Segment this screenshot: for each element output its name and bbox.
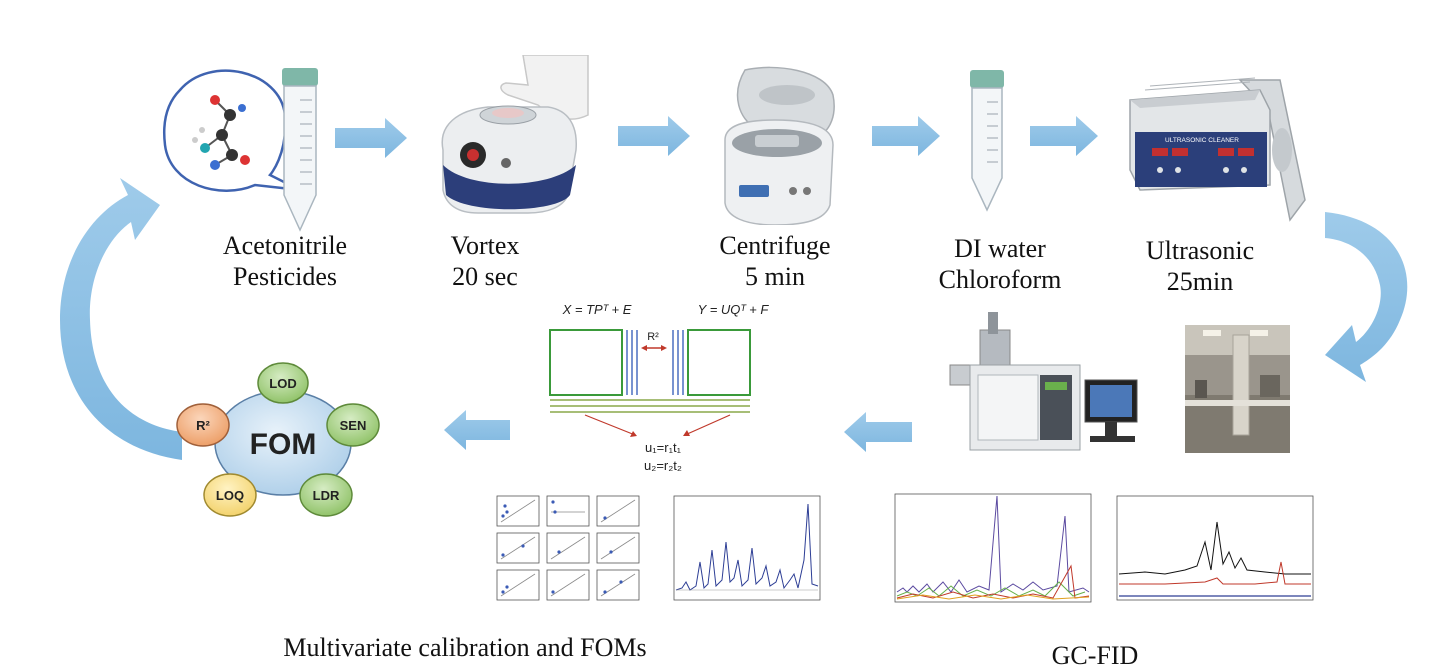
step-label-line2: 25min — [1166, 267, 1234, 296]
section-label-multivariate: Multivariate calibration and FOMs — [283, 633, 647, 662]
fom-petal-lod: LOD — [257, 362, 309, 404]
loading-lines — [550, 399, 750, 413]
fom-petal-label: LOQ — [216, 488, 244, 503]
molecule-icon — [192, 95, 250, 170]
calibration-plot-grid — [493, 492, 643, 604]
arrow-left-2 — [444, 410, 510, 450]
step-label-line1: Centrifuge — [719, 231, 831, 260]
curved-arrow-right — [1325, 212, 1408, 382]
pls-y-equation: Y = UQᵀ + F — [698, 302, 770, 317]
pls-x-equation: X = TPᵀ + E — [562, 302, 632, 317]
x-score-lines — [626, 330, 638, 395]
u1-relation: u₁=r₁t₁ — [645, 440, 682, 455]
y-matrix-box — [687, 329, 751, 396]
fom-petal-label: LDR — [313, 488, 340, 503]
step-label-centrifuge: Centrifuge 5 min — [700, 230, 850, 292]
arrow-left-1 — [844, 412, 912, 452]
fom-diagram: FOM LOD SEN LDR LOQ R² — [176, 362, 380, 517]
step-label-line2: 20 sec — [452, 262, 518, 291]
arrow-right-3 — [872, 116, 940, 156]
fom-petal-label: LOD — [269, 376, 296, 391]
fom-petal-r2: R² — [176, 403, 230, 447]
sample-tube-icon — [970, 70, 1004, 212]
step-label-ultrasonic: Ultrasonic 25min — [1125, 235, 1275, 297]
r2-label: R² — [647, 331, 659, 343]
vortex-mixer-illustration — [441, 55, 589, 214]
ultrasonic-cleaner-illustration: ULTRASONIC CLEANER — [1129, 77, 1306, 222]
step-label-acetonitrile: Acetonitrile Pesticides — [205, 230, 365, 292]
step-label-line2: Pesticides — [233, 262, 337, 291]
y-score-lines — [672, 330, 684, 395]
step-label-di-water: DI water Chloroform — [920, 233, 1080, 295]
arrow-right-1 — [335, 118, 407, 158]
step-label-line1: DI water — [954, 234, 1046, 263]
r2-double-arrow — [641, 345, 667, 351]
fom-petal-sen: SEN — [326, 403, 380, 447]
fom-center-label: FOM — [250, 428, 317, 461]
x-matrix-box — [549, 329, 623, 396]
step-label-line1: Vortex — [450, 231, 520, 260]
acetonitrile-pesticides-illustration — [163, 68, 318, 232]
fom-petal-loq: LOQ — [203, 473, 257, 517]
step-label-line2: 5 min — [745, 262, 805, 291]
arrow-right-4 — [1030, 116, 1098, 156]
step-label-vortex: Vortex 20 sec — [420, 230, 550, 292]
fom-petal-label: R² — [196, 418, 210, 433]
calibration-spectrum-plot — [673, 495, 821, 601]
falcon-tube-icon — [282, 68, 318, 232]
arrow-right-2 — [618, 116, 690, 156]
step-label-line1: Acetonitrile — [222, 231, 348, 260]
pls-regression-diagram: X = TPᵀ + E Y = UQᵀ + F R² u₁=r₁t₁ u₂=r₂… — [549, 302, 770, 473]
laboratory-photo — [1185, 325, 1290, 453]
centrifuge-illustration — [724, 66, 835, 225]
gc-chromatogram-stacked — [1116, 495, 1314, 601]
curved-arrow-left — [60, 178, 182, 460]
fom-petal-label: SEN — [340, 418, 367, 433]
gc-chromatogram-overlay — [894, 493, 1092, 603]
fom-petal-ldr: LDR — [299, 473, 353, 517]
step-label-line2: Chloroform — [938, 265, 1062, 294]
step-label-line1: Ultrasonic — [1145, 236, 1255, 265]
sonicator-brand-label: ULTRASONIC CLEANER — [1165, 137, 1239, 144]
section-label-gc-fid: GC-FID — [1051, 641, 1139, 670]
gc-fid-instrument-illustration — [949, 312, 1138, 451]
u2-relation: u₂=r₂t₂ — [644, 458, 682, 473]
